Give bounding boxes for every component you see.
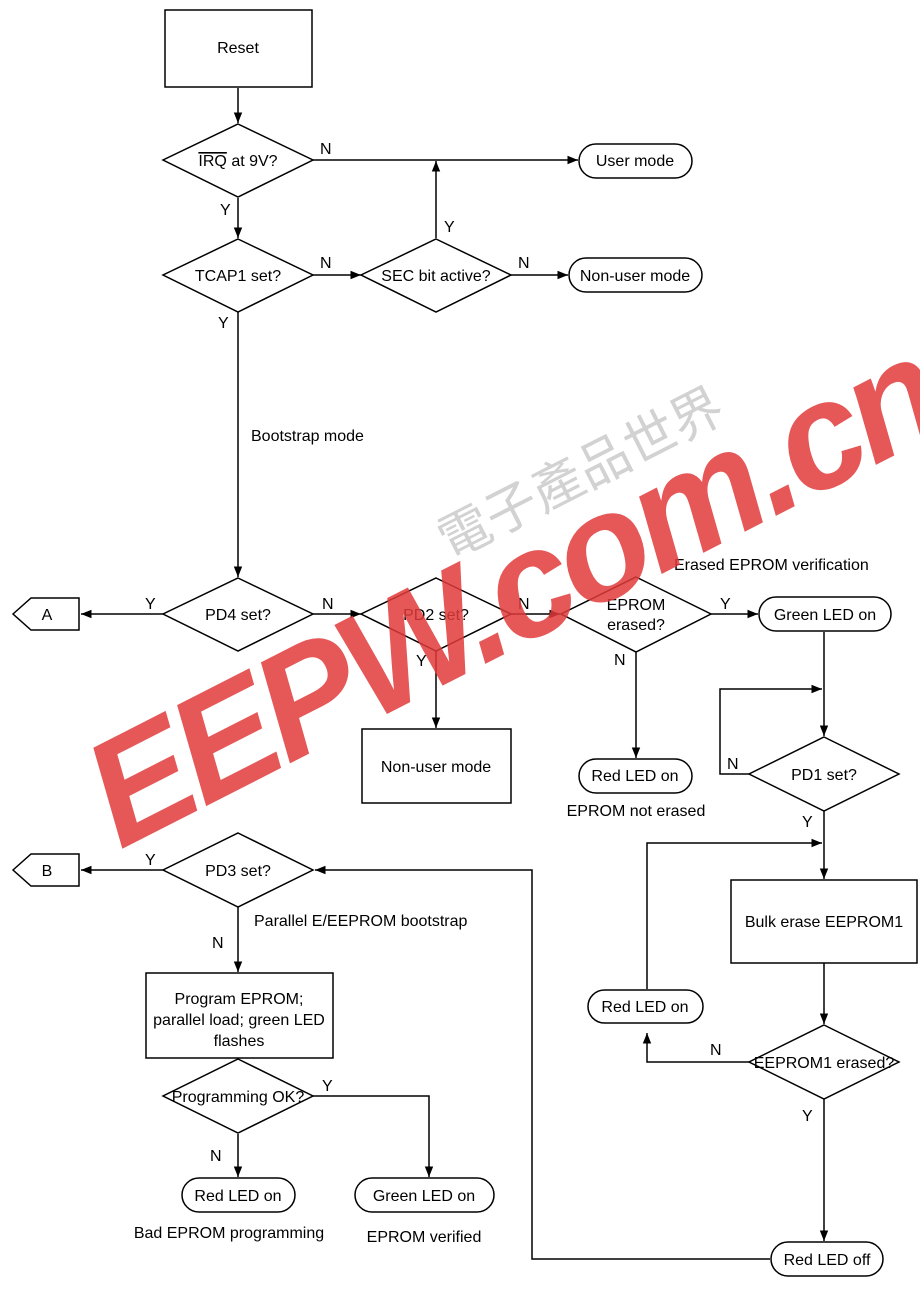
erased-eprom-verification-label: Erased EPROM verification <box>674 557 869 574</box>
green-led-on-label-2: Green LED on <box>373 1188 475 1205</box>
red-led-on-label-1: Red LED on <box>591 768 678 785</box>
edge-label-irq-yes: Y <box>220 202 231 219</box>
tcap1-decision <box>161 238 315 313</box>
edge-label-ok-yes: Y <box>322 1078 333 1095</box>
irq-at-9v-text: at 9V? <box>231 153 277 170</box>
connector-a-label: A <box>42 607 53 624</box>
edge-label-eprom-yes: Y <box>720 596 731 613</box>
program-eprom-box <box>145 972 334 1059</box>
user-mode-terminal <box>578 143 693 179</box>
edges <box>81 88 829 1260</box>
nonuser-mode-terminal-1 <box>568 257 703 293</box>
pd3-decision <box>161 832 315 908</box>
irq-decision-label: IRQ at 9V? <box>198 153 277 170</box>
programming-ok-label: Programming OK? <box>172 1089 305 1106</box>
edge-label-pd3-yes: Y <box>145 852 156 869</box>
nonuser-mode-label-2: Non-user mode <box>381 759 491 776</box>
reset-box <box>164 9 313 88</box>
irq-bar-text: IRQ <box>198 153 226 170</box>
program-eprom-label-3: flashes <box>214 1033 265 1050</box>
pd1-decision <box>747 736 901 812</box>
edge-ok-greenled <box>313 1095 434 1177</box>
eprom-erased-label-2: erased? <box>607 617 665 634</box>
edge-label-pd3-no: N <box>212 935 224 952</box>
program-eprom-label-1: Program EPROM; <box>175 991 304 1008</box>
tcap1-label: TCAP1 set? <box>195 268 281 285</box>
eprom-verified-label: EPROM verified <box>367 1229 482 1246</box>
edge-label-pd1-no: N <box>727 756 739 773</box>
edge-label-ok-no: N <box>210 1148 222 1165</box>
pd4-label: PD4 set? <box>205 607 271 624</box>
edge-pd1-loop <box>719 684 822 775</box>
parallel-bootstrap-label: Parallel E/EEPROM bootstrap <box>254 913 468 930</box>
red-led-on-terminal-2 <box>587 989 704 1024</box>
bulk-erase-label: Bulk erase EEPROM1 <box>745 914 903 931</box>
edge-label-pd2-yes: Y <box>416 653 427 670</box>
green-led-on-label-1: Green LED on <box>774 607 876 624</box>
edge-label-pd4-yes: Y <box>145 596 156 613</box>
connector-b-label: B <box>42 863 53 880</box>
nonuser-mode-box-2 <box>361 728 512 804</box>
edge-label-tcap1-no: N <box>320 255 332 272</box>
eprom-not-erased-label: EPROM not erased <box>567 803 706 820</box>
edge-label-eprom-no: N <box>614 652 626 669</box>
eprom-erased-label-1: EPROM <box>607 597 666 614</box>
edge-label-eeprom1-yes: Y <box>802 1108 813 1125</box>
irq-decision <box>161 123 315 198</box>
green-led-on-terminal-1 <box>758 596 892 632</box>
green-led-on-terminal-2 <box>354 1177 495 1213</box>
red-led-on-terminal-3 <box>181 1177 296 1213</box>
programming-ok-decision <box>161 1058 315 1134</box>
eeprom1-erased-decision <box>747 1024 901 1100</box>
red-led-off-label: Red LED off <box>784 1252 871 1269</box>
eprom-erased-decision <box>559 576 713 653</box>
edge-labels: N Y Y N N Y Y N N Y Y N N Y Y N N Y Y N <box>145 141 813 1165</box>
reset-label: Reset <box>217 40 259 57</box>
edge-redled-retry <box>646 838 822 989</box>
edge-label-tcap1-yes: Y <box>218 315 229 332</box>
pd2-label: PD2 set? <box>403 607 469 624</box>
edge-label-eeprom1-no: N <box>710 1042 722 1059</box>
user-mode-label: User mode <box>596 153 674 170</box>
red-led-off-terminal <box>770 1241 884 1277</box>
pd3-label: PD3 set? <box>205 863 271 880</box>
program-eprom-label-2: parallel load; green LED <box>153 1012 325 1029</box>
edge-label-pd2-no: N <box>518 596 530 613</box>
red-led-on-terminal-1 <box>578 758 693 794</box>
bulk-erase-box <box>730 879 918 964</box>
red-led-on-label-2: Red LED on <box>601 999 688 1016</box>
nonuser-mode-label-1: Non-user mode <box>580 268 690 285</box>
eeprom1-erased-label: EEPROM1 erased? <box>754 1055 895 1072</box>
red-led-on-label-3: Red LED on <box>194 1188 281 1205</box>
bad-eprom-programming-label: Bad EPROM programming <box>134 1225 324 1242</box>
watermark-chinese: 電子產品世界 <box>429 376 734 571</box>
sec-label: SEC bit active? <box>381 268 490 285</box>
edge-label-sec-yes: Y <box>444 219 455 236</box>
edge-label-sec-no: N <box>518 255 530 272</box>
edge-label-irq-no: N <box>320 141 332 158</box>
connector-b <box>11 853 80 887</box>
pd2-decision <box>359 577 513 652</box>
edge-label-pd1-yes: Y <box>802 814 813 831</box>
sec-decision <box>359 238 513 313</box>
connector-a <box>11 597 80 631</box>
pd4-decision <box>161 577 315 652</box>
bootstrap-mode-label: Bootstrap mode <box>251 428 364 445</box>
edge-redoff-pd3 <box>315 865 770 1260</box>
pd1-label: PD1 set? <box>791 767 857 784</box>
edge-label-pd4-no: N <box>322 596 334 613</box>
nodes: Reset IRQ at 9V? User mode TCAP1 set? SE… <box>11 9 918 1277</box>
edge-eeprom1-redled <box>642 1033 749 1063</box>
